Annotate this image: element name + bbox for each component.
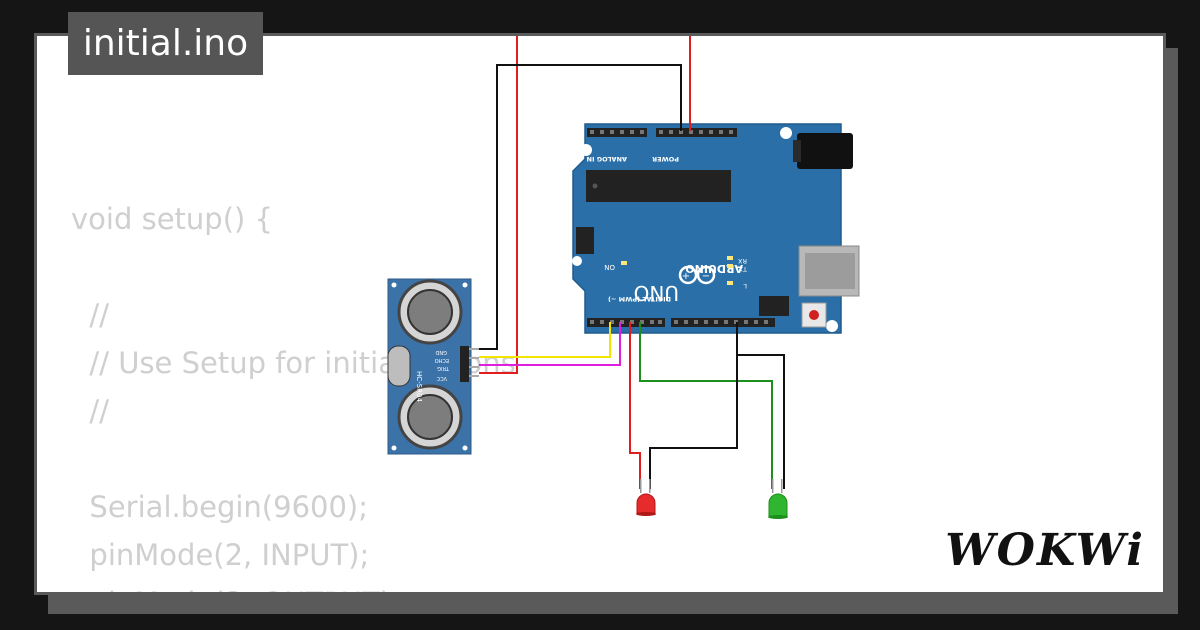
mount-hole	[572, 256, 582, 266]
code-line-3: //	[71, 298, 109, 332]
code-line-5: //	[71, 394, 109, 428]
project-title: initial.ino	[68, 12, 263, 75]
sensor-pin-echo: ECHO	[435, 357, 449, 363]
svg-text:+: +	[682, 271, 690, 282]
wires	[479, 36, 785, 489]
wire-gnd-sensor	[479, 64, 682, 350]
sensor-pin-vcc: VCC	[436, 375, 447, 381]
crystal	[387, 345, 411, 387]
code-line-7: Serial.begin(9600);	[71, 490, 369, 524]
svg-text:−: −	[702, 271, 710, 282]
hc-sr04-sensor[interactable]: HC-SR04 GND ECHO TRIG VCC	[387, 278, 479, 455]
mount-hole	[826, 320, 838, 332]
mount-hole	[580, 144, 592, 156]
mount-hole	[780, 127, 792, 139]
header-power	[656, 128, 737, 137]
wire-vcc	[479, 36, 518, 374]
header-digital-high	[671, 318, 775, 327]
on-label: ON	[604, 263, 615, 271]
simulator-canvas[interactable]: void setup() { // // Use Setup for initi…	[34, 33, 1166, 595]
sensor-model: HC-SR04	[415, 371, 423, 402]
digital-header-label: DIGITAL (PWM ~)	[608, 295, 671, 303]
wire-gnd-green	[737, 354, 785, 489]
code-line-9: pinMode(3, OUTPUT);	[71, 586, 400, 592]
arduino-uno-board[interactable]: ARDUINO UNO + − ON DIGITAL (PWM ~) POWER…	[572, 123, 860, 334]
code-line-8: pinMode(2, INPUT);	[71, 538, 370, 572]
board-model: UNO	[634, 281, 679, 305]
wire-gnd-red	[649, 322, 738, 489]
led-label-tx: TX	[738, 265, 748, 273]
icsp-header	[576, 227, 789, 316]
led-red[interactable]	[636, 479, 656, 516]
wire-trig	[479, 322, 621, 366]
arduino-logo-icon	[678, 265, 716, 285]
circuit-diagram: ARDUINO UNO + − ON DIGITAL (PWM ~) POWER…	[387, 36, 860, 519]
analog-header-label: ANALOG IN	[587, 155, 627, 163]
sensor-pin-trig: TRIG	[437, 365, 450, 371]
power-header-label: POWER	[652, 155, 679, 163]
wokwi-logo: WOKWi	[945, 525, 1145, 576]
led-green[interactable]	[768, 479, 788, 519]
atmega-chip	[586, 170, 731, 202]
header-digital-low	[587, 318, 665, 327]
header-analog	[587, 128, 647, 137]
led-label-l: L	[743, 282, 747, 290]
code-line-1: void setup() {	[71, 202, 273, 236]
dc-jack	[797, 133, 853, 169]
wire-led-green	[639, 322, 773, 489]
led-label-rx: RX	[737, 257, 747, 265]
wire-led-red	[629, 322, 641, 489]
sensor-pin-gnd: GND	[435, 349, 447, 355]
wire-echo	[479, 322, 611, 358]
